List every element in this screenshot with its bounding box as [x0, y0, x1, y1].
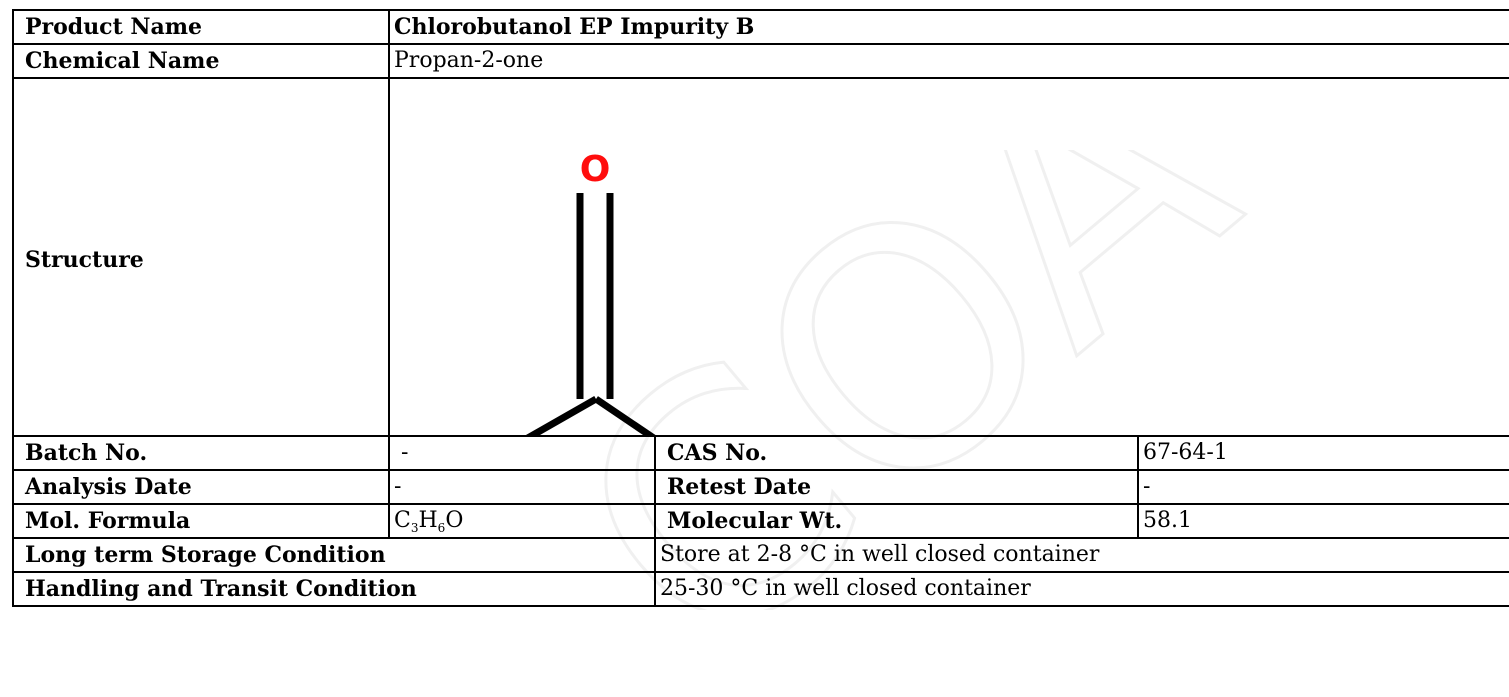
batch-no-value: -: [388, 435, 656, 471]
molecular-wt-label: Molecular Wt.: [654, 503, 1139, 539]
handling-condition-label: Handling and Transit Condition: [12, 571, 656, 607]
row-analysis-retest: Analysis Date - Retest Date -: [12, 469, 1509, 505]
coa-document: Product Name Chlorobutanol EP Impurity B…: [12, 9, 1509, 607]
molecular-wt-value: 58.1: [1136, 503, 1509, 539]
structure-label: Structure: [12, 77, 390, 437]
bond-left-methyl: [527, 395, 598, 434]
chemical-name-value: Propan-2-one: [387, 43, 1509, 79]
chemical-name-label: Chemical Name: [12, 43, 390, 79]
storage-condition-value: Store at 2-8 °C in well closed container: [653, 537, 1509, 573]
product-name-value: Chlorobutanol EP Impurity B: [387, 9, 1509, 45]
analysis-date-value: -: [388, 469, 656, 505]
oxygen-atom-label: O: [580, 149, 611, 190]
row-batch-cas: Batch No. - CAS No. 67-64-1: [12, 435, 1509, 471]
bond-right-methyl: [594, 396, 655, 434]
analysis-date-label: Analysis Date: [12, 469, 390, 505]
row-structure: Structure O: [12, 77, 1509, 437]
row-chemical-name: Chemical Name Propan-2-one: [12, 43, 1509, 79]
cas-no-value: 67-64-1: [1136, 435, 1509, 471]
cas-no-label: CAS No.: [654, 435, 1139, 471]
coa-table: Product Name Chlorobutanol EP Impurity B…: [12, 9, 1509, 607]
acetone-structure-diagram: O: [527, 149, 655, 434]
mol-formula-label: Mol. Formula: [12, 503, 390, 539]
structure-cell: O: [387, 77, 1509, 437]
row-product-name: Product Name Chlorobutanol EP Impurity B: [12, 9, 1509, 45]
row-storage-condition: Long term Storage Condition Store at 2-8…: [12, 537, 1509, 573]
product-name-label: Product Name: [12, 9, 390, 45]
row-formula-weight: Mol. Formula C3H6O Molecular Wt. 58.1: [12, 503, 1509, 539]
batch-no-label: Batch No.: [12, 435, 390, 471]
retest-date-label: Retest Date: [654, 469, 1139, 505]
row-handling-condition: Handling and Transit Condition 25-30 °C …: [12, 571, 1509, 607]
storage-condition-label: Long term Storage Condition: [12, 537, 656, 573]
handling-condition-value: 25-30 °C in well closed container: [653, 571, 1509, 607]
mol-formula-value: C3H6O: [388, 503, 656, 539]
retest-date-value: -: [1136, 469, 1509, 505]
